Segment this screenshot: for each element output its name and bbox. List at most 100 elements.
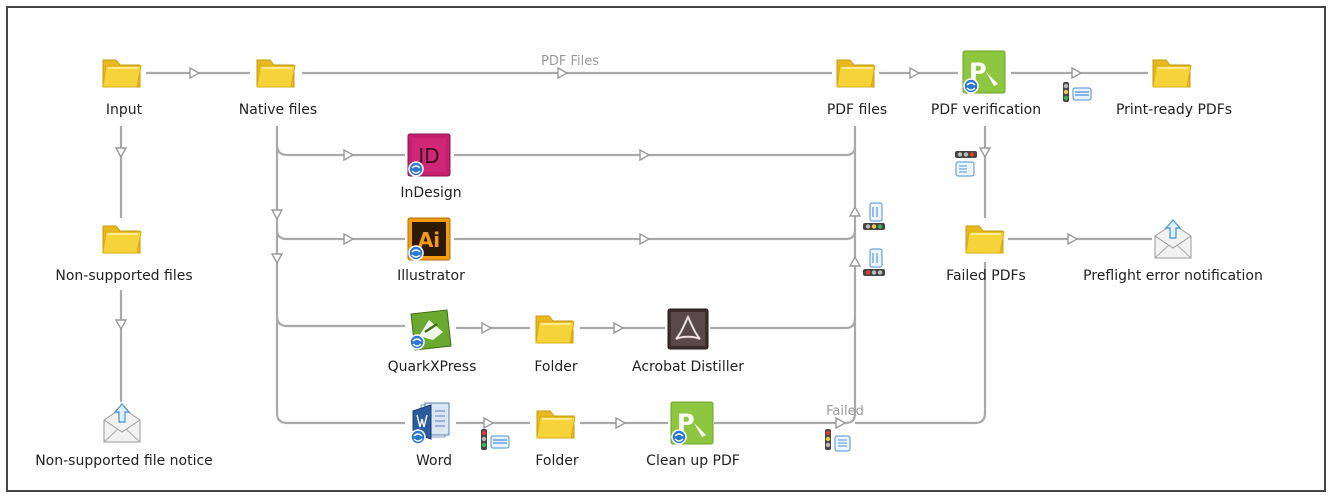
folder-icon: [536, 410, 576, 439]
folder-icon: [102, 59, 142, 88]
node-quarkxpress[interactable]: [407, 306, 455, 356]
arrow-right: [909, 66, 921, 80]
connections: [119, 71, 1152, 425]
folder-icon: [1152, 59, 1192, 88]
label-non-supported-files: Non-supported files: [55, 268, 193, 284]
connection-clean-up-failed-to-failed-pdfs[interactable]: [855, 262, 987, 425]
folder-icon: [836, 59, 876, 88]
label-pdf-files: PDF files: [826, 102, 888, 118]
signal-verification-error: [954, 150, 980, 184]
connection-native-to-quark[interactable]: [275, 230, 405, 328]
node-clean-up-pdf[interactable]: P: [670, 401, 716, 451]
arrow-right: [613, 321, 625, 335]
arrow-up: [848, 205, 862, 217]
diagram-frame: [6, 6, 1326, 492]
word-app-icon: [410, 402, 450, 445]
folder-icon: [965, 225, 1005, 254]
traffic-light-icon: [863, 248, 885, 276]
node-failed-pdfs[interactable]: [963, 218, 1007, 262]
signal-clean-up-result: [824, 428, 854, 458]
traffic-light-icon: [955, 151, 977, 177]
node-native-files[interactable]: [254, 52, 298, 96]
arrow-down: [270, 253, 284, 265]
label-folder-word: Folder: [535, 453, 579, 469]
connection-native-to-word[interactable]: [275, 316, 405, 425]
connection-indesign-to-pdf-files[interactable]: [454, 126, 857, 157]
wire-label-pdf-files: PDF Files: [541, 54, 599, 69]
arrow-right: [481, 321, 493, 335]
arrow-right: [835, 416, 847, 430]
label-quarkxpress: QuarkXPress: [387, 359, 477, 375]
label-non-supported-notice: Non-supported file notice: [35, 453, 213, 469]
label-indesign: InDesign: [400, 185, 462, 201]
node-pdf-files[interactable]: [834, 52, 878, 96]
node-folder-quark[interactable]: [533, 308, 577, 352]
arrow-right: [639, 148, 651, 162]
quarkxpress-app-icon: [409, 309, 452, 351]
traffic-light-icon: [863, 202, 885, 230]
label-input: Input: [105, 102, 143, 118]
arrow-right: [1071, 66, 1083, 80]
label-print-ready-pdfs: Print-ready PDFs: [1115, 102, 1233, 118]
label-illustrator: Illustrator: [397, 268, 465, 284]
arrow-right: [343, 232, 355, 246]
arrow-right: [639, 232, 651, 246]
node-preflight-notification[interactable]: [1153, 218, 1193, 264]
arrow-right: [483, 416, 495, 430]
node-illustrator[interactable]: Ai: [407, 217, 453, 267]
illustrator-badge: Ai: [418, 228, 440, 252]
indesign-app-icon: ID: [407, 133, 451, 177]
node-input[interactable]: [100, 52, 144, 96]
traffic-light-icon: [1063, 82, 1092, 102]
indesign-badge: ID: [418, 144, 439, 168]
mail-icon: [103, 403, 141, 443]
traffic-light-icon: [825, 429, 851, 452]
node-acrobat-distiller[interactable]: [667, 308, 709, 354]
label-preflight-notification: Preflight error notification: [1083, 268, 1263, 284]
connection-arrows: [114, 66, 1083, 430]
arrow-down: [114, 319, 128, 331]
label-pdf-verification: PDF verification: [930, 102, 1042, 118]
signal-indesign-result: [862, 202, 888, 236]
node-non-supported-files[interactable]: [100, 218, 144, 262]
node-folder-word[interactable]: [534, 403, 578, 447]
arrow-right: [615, 416, 627, 430]
arrow-down: [978, 147, 992, 159]
arrow-right: [1067, 232, 1079, 246]
label-word: Word: [416, 453, 452, 469]
signal-word-result: [480, 428, 512, 456]
connection-distiller-to-pdf-files[interactable]: [710, 230, 857, 330]
signal-verification-success: [1062, 81, 1094, 107]
acrobat-distiller-icon: [667, 308, 709, 350]
pdf-checker-icon: P: [670, 401, 714, 445]
label-folder-quark: Folder: [534, 359, 578, 375]
arrow-down: [270, 209, 284, 221]
arrow-right: [343, 148, 355, 162]
arrow-up: [848, 255, 862, 267]
label-failed-pdfs: Failed PDFs: [946, 268, 1026, 284]
illustrator-app-icon: Ai: [407, 217, 451, 261]
connection-native-to-illustrator[interactable]: [275, 145, 405, 241]
arrow-right: [557, 66, 569, 80]
signal-illustrator-result: [862, 248, 888, 282]
label-native-files: Native files: [238, 102, 318, 118]
folder-icon: [535, 315, 575, 344]
node-indesign[interactable]: ID: [407, 133, 453, 183]
wire-label-failed: Failed: [826, 404, 864, 419]
connection-illustrator-to-pdf-files[interactable]: [454, 146, 857, 241]
folder-icon: [256, 59, 296, 88]
connection-native-to-indesign[interactable]: [275, 126, 405, 157]
arrow-down: [114, 147, 128, 159]
node-print-ready-pdfs[interactable]: [1150, 52, 1194, 96]
pdf-checker-icon: P: [962, 50, 1006, 94]
node-word[interactable]: [409, 401, 455, 449]
node-pdf-verification[interactable]: P: [962, 50, 1008, 100]
node-non-supported-notice[interactable]: [102, 402, 142, 448]
label-acrobat-distiller: Acrobat Distiller: [632, 359, 744, 375]
arrow-right: [189, 66, 201, 80]
label-clean-up-pdf: Clean up PDF: [646, 453, 740, 469]
folder-icon: [102, 225, 142, 254]
traffic-light-icon: [481, 429, 510, 450]
